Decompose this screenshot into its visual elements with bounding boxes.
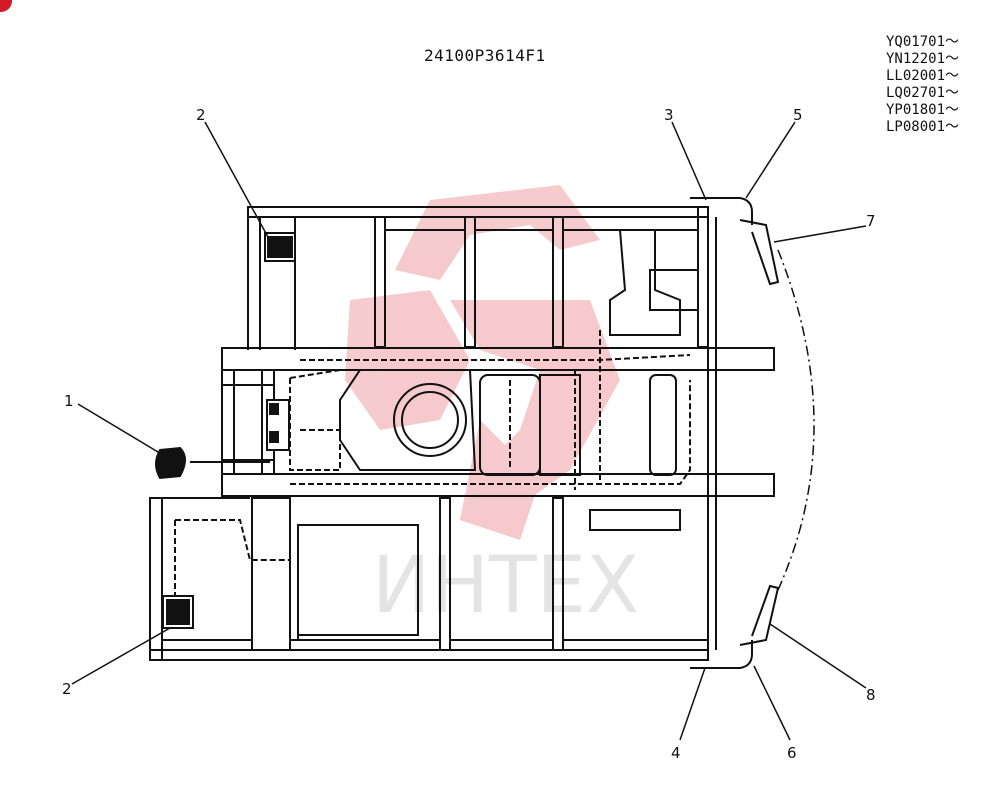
callout-5: 5 xyxy=(793,106,803,124)
serial-range: YP01801～ xyxy=(886,102,960,118)
swing-radius-arc xyxy=(777,249,815,591)
callout-2-upper: 2 xyxy=(196,106,206,124)
serial-range-list: YQ01701～ YN12201～ LL02001～ LQ02701～ YP01… xyxy=(886,34,959,136)
leader-lines xyxy=(71,121,867,741)
serial-range: LQ02701～ xyxy=(886,85,960,101)
callout-1: 1 xyxy=(64,392,74,410)
callout-8: 8 xyxy=(866,686,876,704)
lamps xyxy=(155,232,296,629)
serial-range: LP08001～ xyxy=(886,119,960,135)
callout-3: 3 xyxy=(664,106,674,124)
callout-7: 7 xyxy=(866,212,876,230)
wiring-harness xyxy=(174,330,691,641)
lamp-1-icon xyxy=(155,446,186,480)
callout-6: 6 xyxy=(787,744,797,762)
drawing-number: 24100P3614F1 xyxy=(424,46,546,65)
serial-range: LL02001～ xyxy=(886,68,960,84)
serial-range: YQ01701～ xyxy=(886,34,960,50)
serial-range: YN12201～ xyxy=(886,51,960,67)
callout-2-lower: 2 xyxy=(62,680,72,698)
watermark-text: ИНТЕХ xyxy=(372,541,639,631)
watermark-logo-icon xyxy=(345,185,620,540)
callout-4: 4 xyxy=(671,744,681,762)
